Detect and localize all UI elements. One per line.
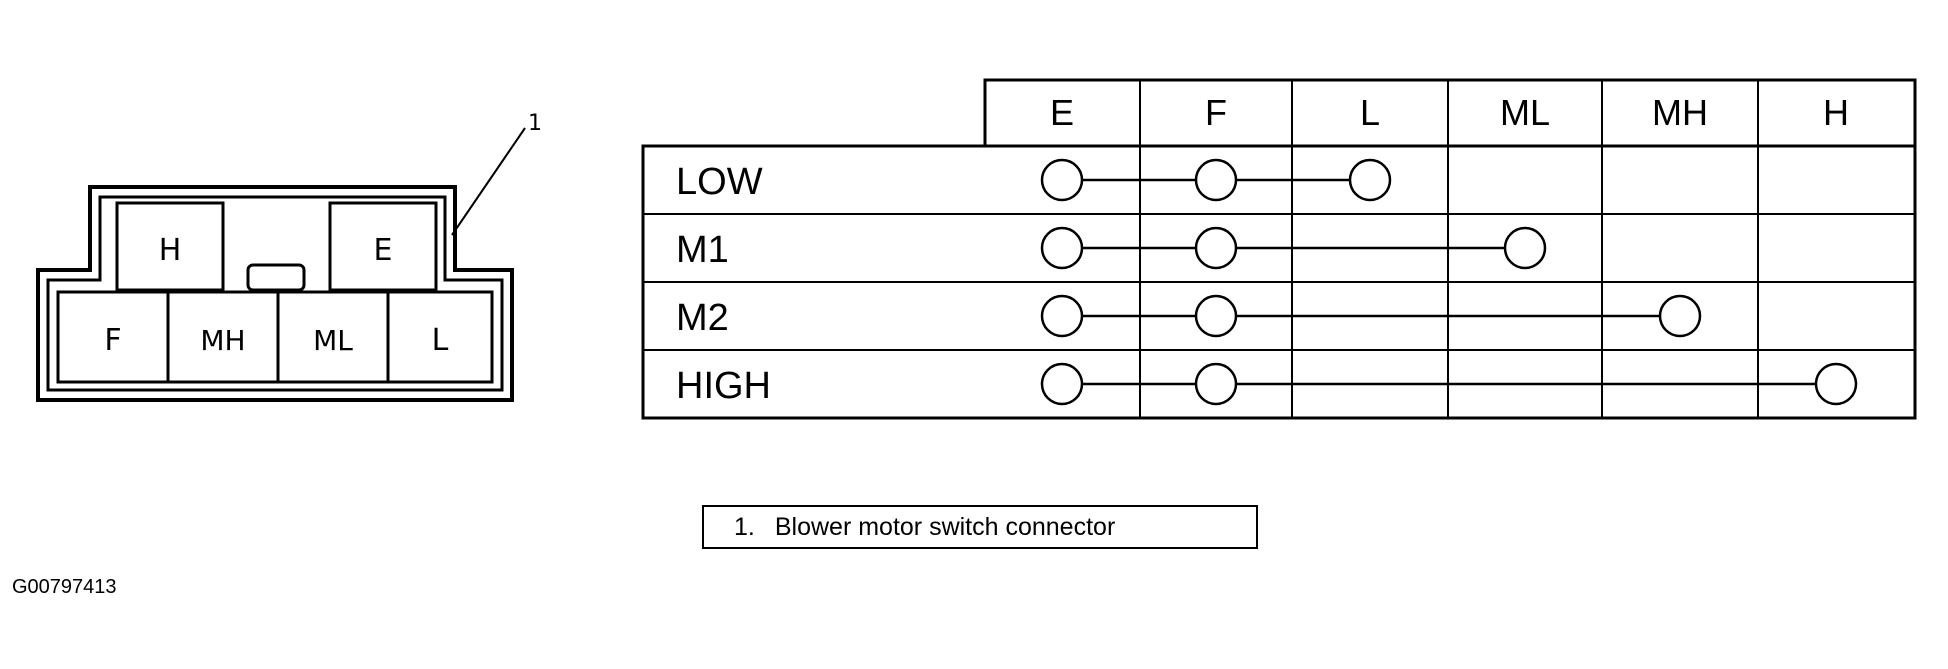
- pin-f: [56, 290, 170, 384]
- continuity-dot-m1-e: [1040, 226, 1084, 270]
- continuity-dot-m1-ml: [1503, 226, 1547, 270]
- row-label-low: LOW: [676, 161, 763, 203]
- continuity-dot-high-h: [1814, 362, 1858, 406]
- connector-lock-tab: [246, 263, 306, 292]
- pin-l-label: L: [432, 323, 449, 358]
- pin-e: [328, 201, 438, 292]
- pin-mh-label: MH: [200, 324, 245, 357]
- continuity-dot-low-e: [1040, 158, 1084, 202]
- connector-housing-outer: [36, 185, 514, 402]
- continuity-dot-high-f: [1194, 362, 1238, 406]
- pin-l: [386, 290, 494, 384]
- continuity-dot-m2-e: [1040, 294, 1084, 338]
- col-header-ml: ML: [1500, 92, 1550, 133]
- continuity-dot-m2-mh: [1658, 294, 1702, 338]
- connector-housing-inner: [46, 195, 504, 392]
- continuity-table: E F L ML MH H LOW M1 M2 HIGH: [641, 78, 1917, 420]
- continuity-dot-low-l: [1348, 158, 1392, 202]
- blower-switch-connector: H E F MH ML L 1: [36, 111, 542, 402]
- legend-number: 1.: [734, 512, 755, 541]
- legend-text: Blower motor switch connector: [774, 512, 1116, 541]
- figure-id: G00797413: [12, 576, 117, 598]
- pin-e-label: E: [374, 233, 393, 268]
- col-header-e: E: [1050, 92, 1074, 133]
- legend-box: 1. Blower motor switch connector: [702, 505, 1258, 549]
- pin-mh: [166, 290, 280, 384]
- table-header-frame: [983, 78, 1917, 148]
- col-header-mh: MH: [1652, 92, 1708, 133]
- pin-h: [115, 201, 225, 292]
- col-header-f: F: [1205, 92, 1227, 133]
- continuity-dot-high-e: [1040, 362, 1084, 406]
- row-label-m2: M2: [676, 297, 729, 339]
- continuity-dot-low-f: [1194, 158, 1238, 202]
- row-label-m1: M1: [676, 229, 729, 271]
- continuity-dot-m2-f: [1194, 294, 1238, 338]
- continuity-dot-m1-f: [1194, 226, 1238, 270]
- row-label-high: HIGH: [676, 365, 771, 407]
- callout-leader: [451, 127, 526, 236]
- pin-ml-label: ML: [313, 324, 353, 357]
- pin-f-label: F: [104, 323, 121, 358]
- col-header-h: H: [1823, 92, 1849, 133]
- pin-h-label: H: [159, 233, 182, 268]
- callout-number: 1: [528, 111, 542, 136]
- col-header-l: L: [1360, 92, 1380, 133]
